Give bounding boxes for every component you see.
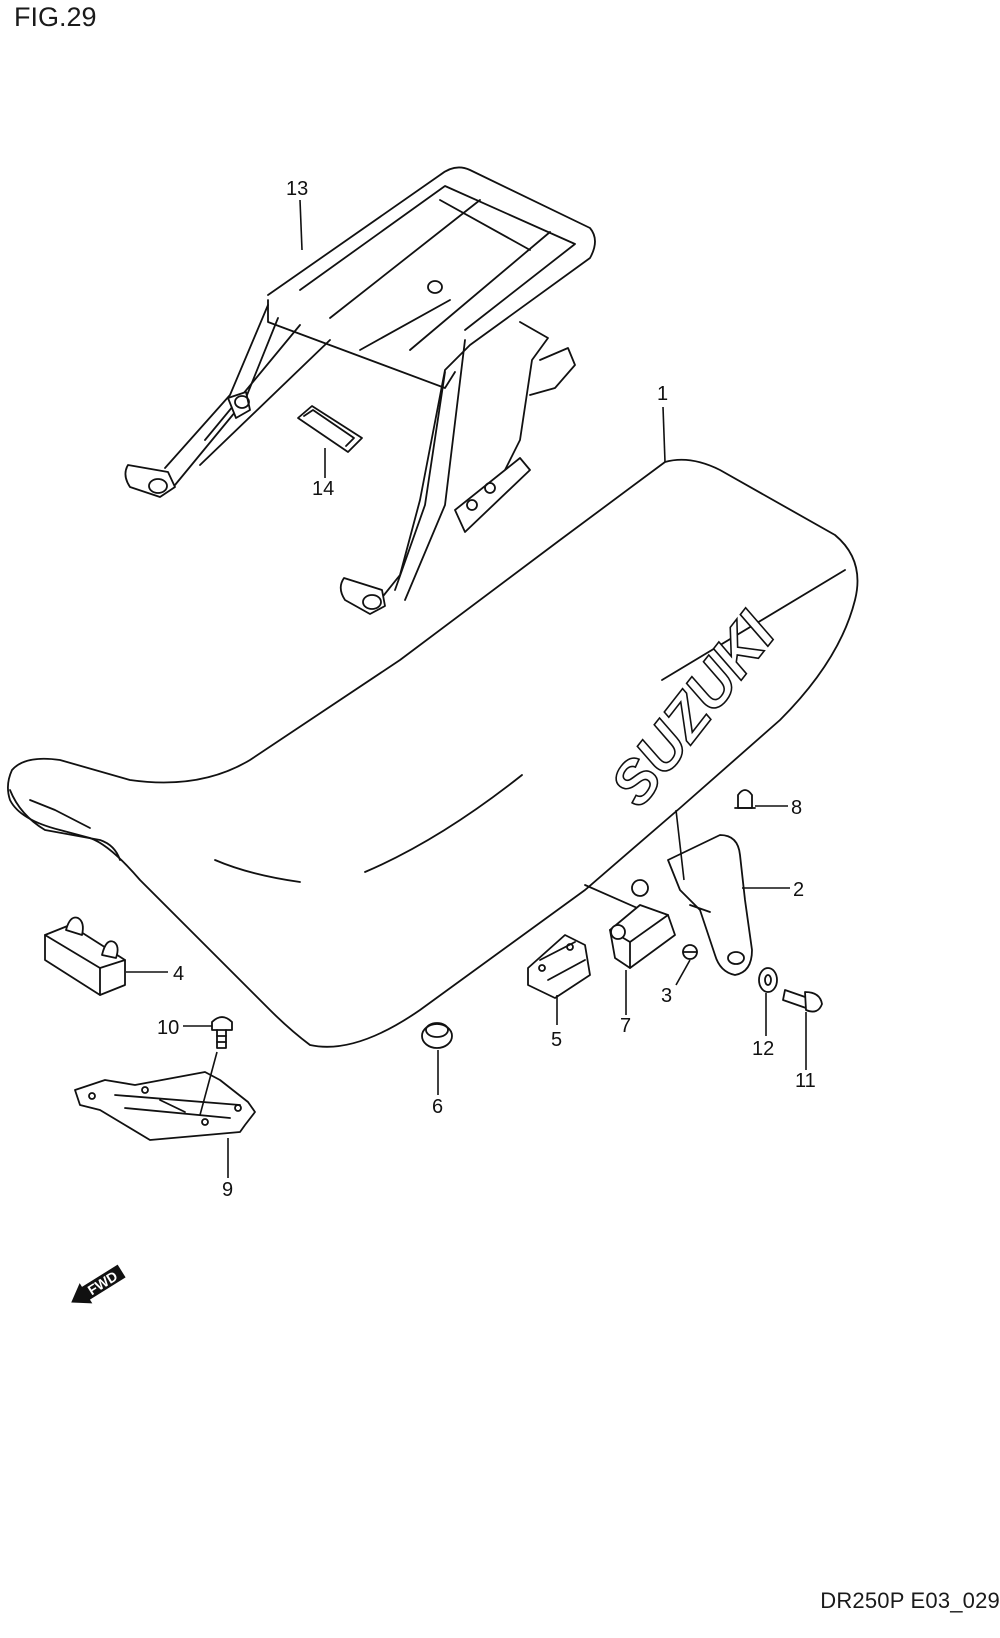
callout-11: 11 bbox=[795, 1070, 816, 1092]
leader-lines bbox=[126, 199, 807, 1178]
cushion-block bbox=[44, 916, 126, 996]
callout-9: 9 bbox=[222, 1179, 233, 1201]
callout-6: 6 bbox=[432, 1096, 443, 1118]
small-bolt bbox=[734, 789, 756, 809]
seat-bracket bbox=[667, 834, 753, 976]
grommet bbox=[421, 1022, 453, 1049]
callout-2: 2 bbox=[793, 879, 804, 901]
callout-8: 8 bbox=[791, 797, 802, 819]
callout-12: 12 bbox=[752, 1038, 774, 1060]
figure-title: FIG.29 bbox=[14, 2, 97, 32]
carrier-label bbox=[297, 405, 363, 453]
callout-7: 7 bbox=[620, 1015, 631, 1037]
seat-brand-logo: SUZUKI bbox=[597, 600, 788, 818]
drawing-code: DR250P E03_029 bbox=[820, 1588, 1000, 1613]
rear-carrier bbox=[124, 166, 596, 615]
seat-plate bbox=[74, 1071, 256, 1141]
bolt bbox=[782, 989, 823, 1013]
callout-4: 4 bbox=[173, 963, 184, 985]
nut bbox=[682, 944, 698, 960]
callout-5: 5 bbox=[551, 1029, 562, 1051]
callout-13: 13 bbox=[286, 178, 308, 200]
callout-numbers: 1 2 3 4 5 6 7 8 9 10 11 12 13 14 bbox=[157, 178, 816, 1201]
callout-14: 14 bbox=[312, 478, 334, 500]
callout-10: 10 bbox=[157, 1017, 179, 1039]
callout-1: 1 bbox=[657, 383, 668, 405]
fwd-arrow-icon: FWD bbox=[71, 1264, 126, 1304]
screw bbox=[211, 1016, 233, 1049]
seat-mount bbox=[609, 879, 676, 969]
washer bbox=[758, 967, 778, 993]
rubber-cushion bbox=[527, 934, 591, 999]
callout-3: 3 bbox=[661, 985, 672, 1007]
